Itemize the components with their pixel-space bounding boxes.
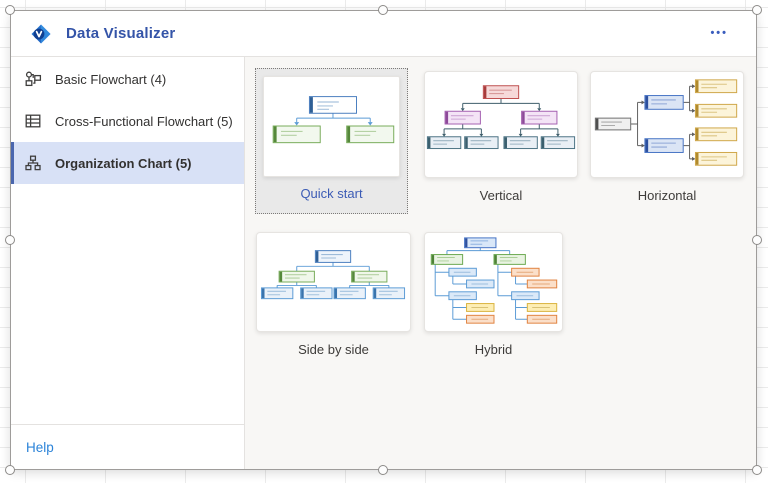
more-options-button[interactable]: •••: [710, 27, 728, 39]
help-area: Help: [11, 424, 244, 469]
resize-handle-left-middle[interactable]: [5, 235, 15, 245]
template-card-side-by-side[interactable]: Side by side: [256, 232, 411, 357]
resize-handle-bottom-left[interactable]: [5, 465, 15, 475]
help-link[interactable]: Help: [26, 439, 54, 455]
resize-handle-bottom-middle[interactable]: [378, 465, 388, 475]
side-by-side-thumbnail: [256, 232, 411, 332]
sidebar-item-label: Organization Chart (5): [55, 155, 192, 171]
vertical-thumbnail: [424, 71, 578, 178]
template-card-quick-start[interactable]: Quick start: [255, 68, 408, 214]
quick-start-thumbnail: [263, 76, 400, 177]
dialog-header: Data Visualizer •••: [11, 11, 756, 57]
template-card-label: Side by side: [298, 342, 369, 357]
resize-handle-top-left[interactable]: [5, 5, 15, 15]
sidebar-item-label: Basic Flowchart (4): [55, 71, 167, 87]
cross-functional-flowchart-icon: [25, 114, 41, 128]
template-card-hybrid[interactable]: Hybrid: [424, 232, 563, 357]
data-visualizer-dialog: Data Visualizer ••• Basic Flowchart (4): [10, 10, 757, 470]
category-sidebar: Basic Flowchart (4) Cross-Functional Flo…: [11, 57, 245, 469]
horizontal-thumbnail: [590, 71, 744, 178]
template-card-label: Hybrid: [474, 342, 513, 357]
hybrid-thumbnail: [424, 232, 563, 332]
org-chart-icon: [25, 155, 41, 171]
sidebar-item-organization-chart[interactable]: Organization Chart (5): [11, 142, 244, 184]
sidebar-item-label: Cross-Functional Flowchart (5): [55, 113, 233, 129]
resize-handle-right-middle[interactable]: [752, 235, 762, 245]
resize-handle-bottom-right[interactable]: [752, 465, 762, 475]
template-card-label: Vertical: [479, 188, 523, 203]
sidebar-item-basic-flowchart[interactable]: Basic Flowchart (4): [11, 58, 244, 100]
template-card-label: Horizontal: [637, 188, 697, 203]
resize-handle-top-middle[interactable]: [378, 5, 388, 15]
sidebar-item-cross-functional-flowchart[interactable]: Cross-Functional Flowchart (5): [11, 100, 244, 142]
template-card-horizontal[interactable]: Horizontal: [590, 71, 744, 203]
dialog-title: Data Visualizer: [66, 25, 176, 42]
template-card-vertical[interactable]: Vertical: [424, 71, 578, 203]
template-gallery: Quick start: [245, 57, 756, 469]
resize-handle-top-right[interactable]: [752, 5, 762, 15]
basic-flowchart-icon: [25, 71, 42, 87]
template-card-label: Quick start: [300, 186, 363, 201]
visio-logo-icon: [31, 24, 51, 43]
